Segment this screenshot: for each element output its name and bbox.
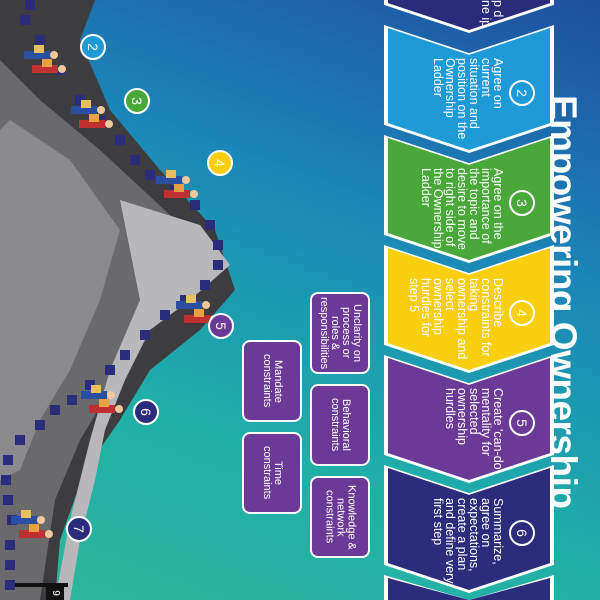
path-dot (140, 330, 150, 340)
corner-label: 9 (46, 586, 64, 600)
step-number-2: 2 (509, 80, 535, 106)
step-text: Agree on the importance of the topic and… (419, 168, 505, 250)
constraint-label: Behavioral constraints (329, 398, 352, 452)
constraint-unclarity: Unclarity on process or roles & responsi… (310, 292, 370, 374)
path-dot (20, 15, 30, 25)
climber-figure (176, 295, 210, 309)
step-text: Describe constraints for taking ownershi… (407, 278, 505, 360)
step-number-5: 5 (509, 410, 535, 436)
step-text: Agree on current situation and position … (431, 58, 505, 140)
step-number-4: 4 (509, 300, 535, 326)
constraint-label: Time constraints (261, 446, 284, 500)
climber-figure (71, 100, 105, 114)
mountain-marker-6: 6 (133, 399, 159, 425)
path-dot (67, 395, 77, 405)
path-dot (200, 280, 210, 290)
climber-figure (32, 59, 66, 73)
climber-figure (24, 45, 58, 59)
constraint-time: Time constraints (242, 432, 302, 514)
path-dot (3, 495, 13, 505)
climber-figure (11, 510, 45, 524)
climber-figure (156, 170, 190, 184)
climber-figure (89, 399, 123, 413)
path-dot (205, 220, 215, 230)
path-dot (213, 240, 223, 250)
step-number-3: 3 (509, 190, 535, 216)
path-dot (105, 365, 115, 375)
path-dot (5, 580, 15, 590)
path-dot (15, 435, 25, 445)
path-dot (35, 420, 45, 430)
climber-figure (164, 184, 198, 198)
constraint-behavioral: Behavioral constraints (310, 384, 370, 466)
constraint-mandate: Mandate constraints (242, 340, 302, 422)
step-text: Create 'can-do' mentality for selected o… (443, 388, 505, 472)
step-text: p d ne ip (479, 0, 505, 28)
ground-bar (10, 583, 68, 587)
climber-figure (19, 524, 53, 538)
constraint-label: Mandate constraints (261, 354, 284, 408)
path-dot (180, 295, 190, 305)
path-dot (130, 155, 140, 165)
constraint-label: Unclarity on process or roles & responsi… (318, 296, 363, 370)
mountain-marker-2: 2 (80, 34, 106, 60)
climber-figure (81, 385, 115, 399)
mountain-marker-4: 4 (207, 150, 233, 176)
step-text: Summarize, agree on expectations, create… (431, 498, 505, 584)
climber-figure (79, 114, 113, 128)
path-dot (25, 0, 35, 10)
path-dot (85, 380, 95, 390)
step-number-6: 6 (509, 520, 535, 546)
mountain-marker-7: 7 (66, 516, 92, 542)
path-dot (5, 540, 15, 550)
path-dot (75, 95, 85, 105)
path-dot (50, 405, 60, 415)
path-dot (190, 200, 200, 210)
path-dot (145, 170, 155, 180)
path-dot (5, 560, 15, 570)
constraint-knowledge-network: Knowledge & network constraints (310, 476, 370, 558)
path-dot (120, 350, 130, 360)
climbers (11, 45, 218, 538)
constraint-label: Knowledge & network constraints (323, 484, 358, 550)
mountain-marker-5: 5 (208, 313, 234, 339)
path-dot (1, 475, 11, 485)
path-dot (35, 35, 45, 45)
mountain-marker-3: 3 (124, 88, 150, 114)
path-dot (3, 455, 13, 465)
path-dot (213, 260, 223, 270)
path-dot (115, 135, 125, 145)
path-dot (160, 310, 170, 320)
mountain-highlight (0, 120, 120, 480)
